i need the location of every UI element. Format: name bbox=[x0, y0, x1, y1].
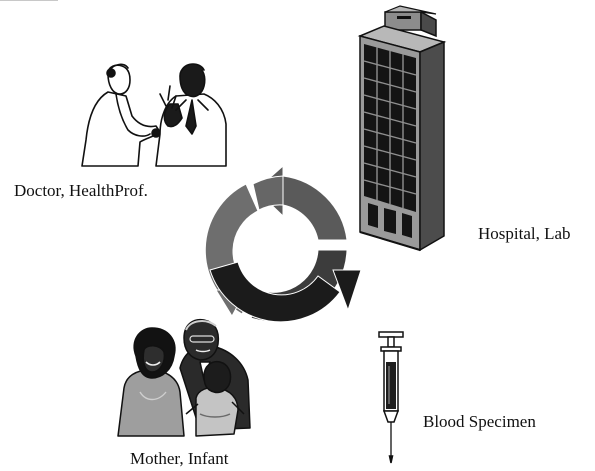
cycle-arrows bbox=[204, 164, 362, 323]
corner-rule bbox=[0, 0, 58, 1]
syringe-icon bbox=[378, 331, 404, 464]
cycle-arrow-1 bbox=[282, 175, 348, 241]
blood-specimen-label: Blood Specimen bbox=[423, 412, 536, 431]
mother-infant-label: Mother, Infant bbox=[130, 449, 229, 468]
doctor-patient-icon bbox=[81, 63, 227, 167]
hospital-building-icon bbox=[357, 5, 447, 252]
cycle-arrow-2-head bbox=[332, 269, 362, 312]
family-icon bbox=[117, 318, 251, 437]
hospital-label: Hospital, Lab bbox=[478, 224, 571, 243]
doctor-label: Doctor, HealthProf. bbox=[14, 181, 148, 200]
